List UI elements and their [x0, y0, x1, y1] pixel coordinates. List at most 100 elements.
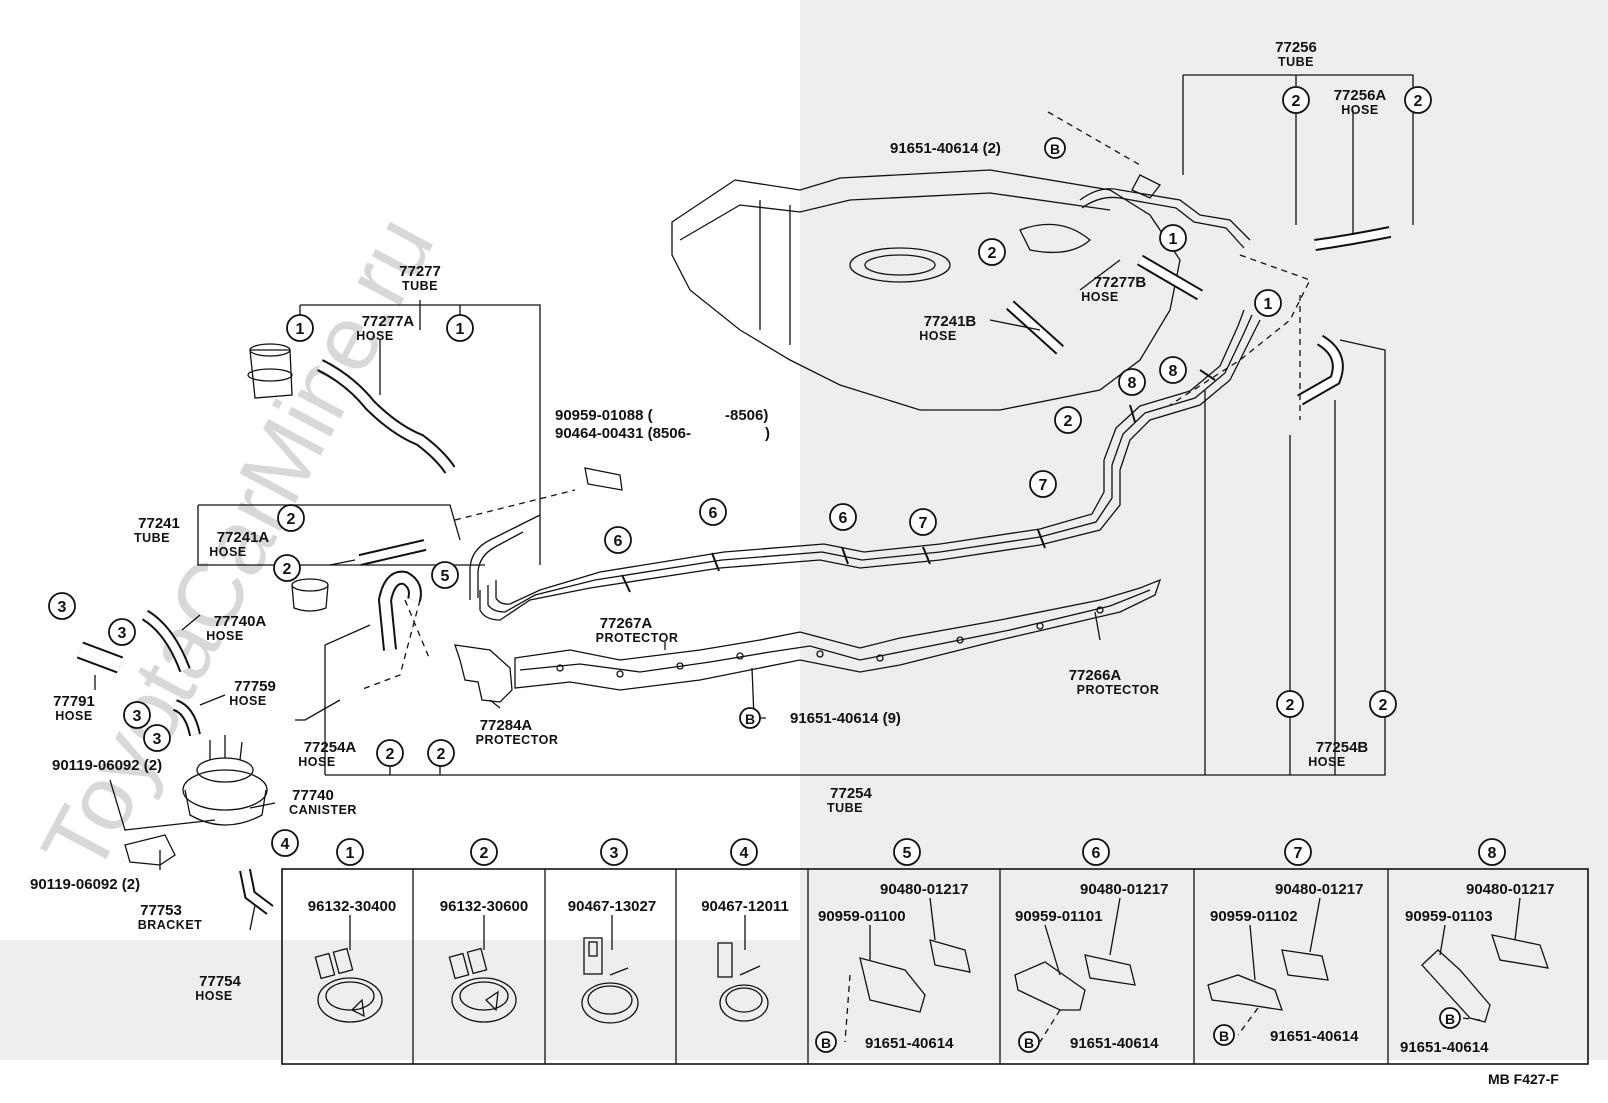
part-90959-end: -8506)	[725, 407, 768, 424]
callout-3: 3	[133, 708, 142, 725]
callout-7: 7	[919, 515, 928, 532]
footer-code: MB F427-F	[1488, 1071, 1559, 1087]
legend-header-6: 6	[1092, 845, 1101, 862]
sub-77241A: HOSE	[209, 545, 246, 559]
legend-header-3: 3	[610, 845, 619, 862]
tube-77256	[1079, 174, 1251, 249]
legend-bracket-8: 90959-01103	[1405, 908, 1493, 925]
legend-b-5: B	[821, 1035, 831, 1051]
screw-label-1: 90119-06092 (2)	[52, 757, 162, 774]
legend-bolt-5: 91651-40614	[865, 1035, 954, 1052]
legend-part-1: 96132-30400	[308, 898, 396, 915]
legend-bolt-6: 91651-40614	[1070, 1035, 1159, 1052]
label-77740: 77740	[292, 787, 334, 804]
callout-4: 4	[281, 836, 290, 853]
legend-part-4: 90467-12011	[701, 898, 789, 915]
sub-77241: TUBE	[134, 531, 170, 545]
protector-77267A	[514, 578, 1162, 691]
callout-6: 6	[709, 505, 718, 522]
callout-2: 2	[1286, 697, 1295, 714]
bracket-illustration-8	[1421, 897, 1549, 1023]
legend-header-2: 2	[480, 845, 489, 862]
sub-77754: HOSE	[195, 989, 232, 1003]
protector-77284A	[454, 644, 513, 703]
legend-clip-7: 90480-01217	[1275, 881, 1363, 898]
label-77254: 77254	[830, 785, 872, 802]
legend-header-5: 5	[903, 845, 912, 862]
bolt-label-top: 91651-40614 (2)	[890, 140, 1001, 157]
dashed-lines	[359, 111, 1311, 691]
callout-6: 6	[839, 510, 848, 527]
callout-8: 8	[1128, 375, 1137, 392]
sub-77753: BRACKET	[138, 918, 203, 932]
callout-1: 1	[1264, 296, 1273, 313]
bracket-illustration-5	[844, 897, 971, 1043]
label-77277A: 77277A	[362, 313, 415, 330]
legend-header-1: 1	[346, 845, 355, 862]
legend-b-8: B	[1445, 1011, 1455, 1027]
fuel-tank	[671, 169, 1181, 411]
sub-77254: TUBE	[827, 801, 863, 815]
label-77740A: 77740A	[214, 613, 267, 630]
legend-b-6: B	[1024, 1035, 1034, 1051]
part-90464-label: 90464-00431 (8506-	[555, 425, 691, 442]
callout-1: 1	[456, 321, 465, 338]
sub-77759: HOSE	[229, 694, 266, 708]
callout-2: 2	[1379, 697, 1388, 714]
label-77284A: 77284A	[480, 717, 533, 734]
legend-bracket-5: 90959-01100	[818, 908, 906, 925]
callout-2: 2	[1064, 413, 1073, 430]
callout-8: 8	[1169, 363, 1178, 380]
legend-bracket-7: 90959-01102	[1210, 908, 1298, 925]
sub-77277B: HOSE	[1081, 290, 1118, 304]
legend-clip-8: 90480-01217	[1466, 881, 1554, 898]
legend-header-7: 7	[1294, 845, 1303, 862]
sub-77740: CANISTER	[289, 803, 357, 817]
bg-panel-right	[800, 0, 1608, 1060]
legend-table: 1 2 3 4 5 6 7 8 96132-30400 96132-30600 …	[281, 838, 1589, 1065]
part-90959-label: 90959-01088 (	[555, 407, 653, 424]
canister-77740	[182, 735, 268, 826]
clip-90959	[584, 467, 623, 491]
callout-2: 2	[287, 511, 296, 528]
label-77256A: 77256A	[1334, 87, 1387, 104]
part-labels: 77256 TUBE 77256A HOSE 77277 TUBE 77277A…	[30, 39, 1386, 1003]
sub-77791: HOSE	[55, 709, 92, 723]
legend-b-7: B	[1219, 1028, 1229, 1044]
screw-label-2: 90119-06092 (2)	[30, 876, 140, 893]
bracket-illustration-6	[1014, 897, 1136, 1043]
sub-77277: TUBE	[402, 279, 438, 293]
sub-77254B: HOSE	[1308, 755, 1345, 769]
clamp-illustration-1	[314, 915, 383, 1023]
label-77277: 77277	[399, 263, 441, 280]
clamp-illustration-4	[717, 915, 769, 1022]
b-marker-top: B	[1050, 141, 1060, 157]
legend-bolt-7: 91651-40614	[1270, 1028, 1359, 1045]
label-77277B: 77277B	[1094, 274, 1147, 291]
filter-part-2	[291, 578, 329, 612]
filter-part	[247, 343, 293, 399]
legend-clip-5: 90480-01217	[880, 881, 968, 898]
label-77254A: 77254A	[304, 739, 357, 756]
part-90464-end: )	[765, 425, 770, 442]
b-marker-mid: B	[745, 711, 755, 727]
label-77759: 77759	[234, 678, 276, 695]
callout-2: 2	[988, 245, 997, 262]
callout-2: 2	[1414, 93, 1423, 110]
sub-77277A: HOSE	[356, 329, 393, 343]
tube-clamps	[621, 369, 1216, 593]
legend-part-3: 90467-13027	[568, 898, 656, 915]
sub-77266A: PROTECTOR	[1077, 683, 1160, 697]
legend-header-4: 4	[740, 845, 749, 862]
sub-77284A: PROTECTOR	[476, 733, 559, 747]
legend-bolt-8: 91651-40614	[1400, 1039, 1489, 1056]
callout-1: 1	[1169, 231, 1178, 248]
callout-3: 3	[58, 599, 67, 616]
hoses	[76, 226, 1392, 915]
label-77791: 77791	[53, 693, 95, 710]
legend-bracket-6: 90959-01101	[1015, 908, 1103, 925]
label-77256: 77256	[1275, 39, 1317, 56]
label-77753: 77753	[140, 902, 182, 919]
legend-part-2: 96132-30600	[440, 898, 528, 915]
